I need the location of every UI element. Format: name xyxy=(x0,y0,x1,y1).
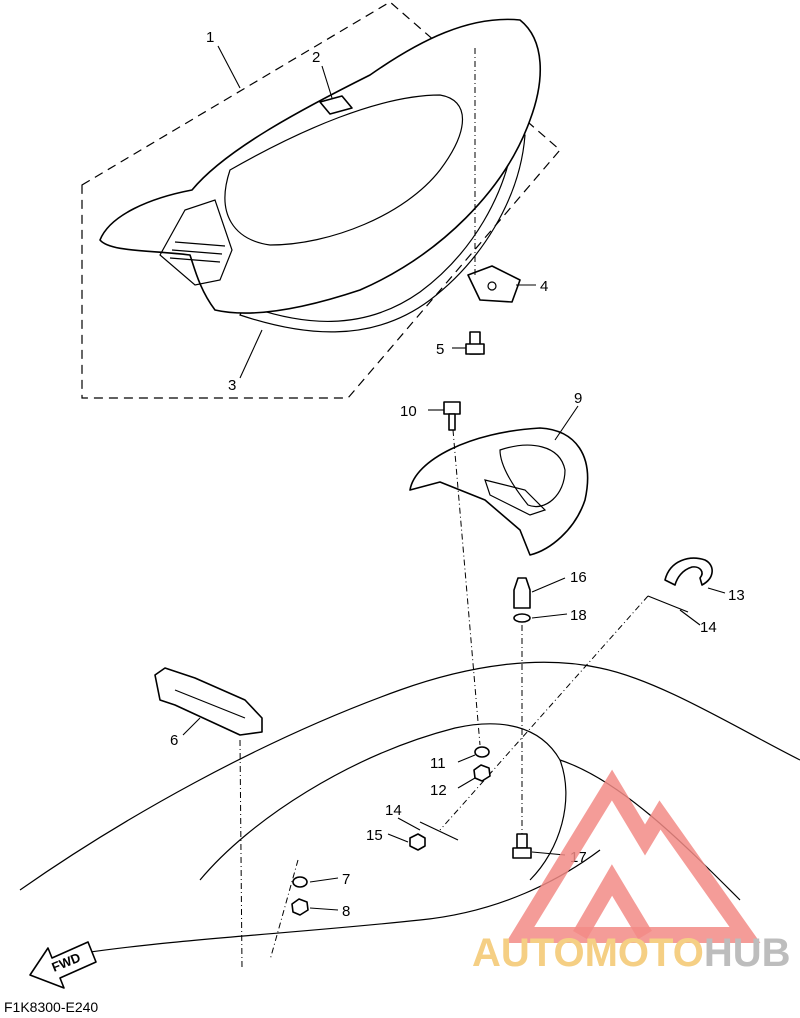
leader-6 xyxy=(182,717,201,736)
pin-14-lower xyxy=(419,821,459,841)
leader-14b xyxy=(397,817,421,831)
seat-rear-panel xyxy=(159,199,233,286)
latch-bracket xyxy=(467,265,521,303)
hull-deck xyxy=(19,661,800,891)
storage-tray-inner xyxy=(499,444,566,508)
leader-17 xyxy=(531,851,566,856)
callout-14a: 14 xyxy=(700,619,717,636)
storage-tray xyxy=(409,427,589,556)
leader-13 xyxy=(707,587,726,594)
fwd-arrow-icon: FWD xyxy=(29,941,97,989)
watermark-logo xyxy=(505,769,761,943)
leader-9 xyxy=(554,405,579,441)
pin-14-upper xyxy=(647,595,689,613)
nut-12 xyxy=(473,764,491,782)
callout-10: 10 xyxy=(400,403,417,420)
callout-15: 15 xyxy=(366,827,383,844)
nut-11 xyxy=(474,746,490,758)
leader-7 xyxy=(309,877,339,883)
callout-14b: 14 xyxy=(385,802,402,819)
bolt-17 xyxy=(516,833,528,849)
watermark-inner-triangle-icon xyxy=(573,864,652,940)
callout-6: 6 xyxy=(170,732,178,749)
diagram-code: F1K8300-E240 xyxy=(4,999,98,1015)
leader-8 xyxy=(309,907,339,911)
seat-body xyxy=(99,18,542,314)
seat-contour-line xyxy=(224,94,463,246)
hull-side xyxy=(559,759,741,901)
callout-18: 18 xyxy=(570,607,587,624)
leader-12 xyxy=(457,777,476,789)
u-bolt xyxy=(664,557,713,586)
leader-15 xyxy=(387,833,409,843)
callout-3: 3 xyxy=(228,377,236,394)
callout-12: 12 xyxy=(430,782,447,799)
bolt-16 xyxy=(513,577,531,609)
bolt-17-head xyxy=(512,847,532,859)
leader-14a xyxy=(679,609,701,626)
bolt-10-head xyxy=(443,401,461,415)
leader-16 xyxy=(531,577,566,593)
nut-15 xyxy=(409,833,426,851)
storage-tray-latch xyxy=(484,479,547,516)
alignment-line-bracket xyxy=(239,739,243,969)
leader-1 xyxy=(217,45,241,89)
nut-8 xyxy=(291,898,309,916)
callout-13: 13 xyxy=(728,587,745,604)
alignment-line-tray xyxy=(452,429,481,746)
callout-9: 9 xyxy=(574,390,582,407)
watermark-triangle-icon xyxy=(505,769,761,943)
seat-rib-3 xyxy=(174,241,226,247)
alignment-line-pin xyxy=(439,595,649,831)
bracket-6-edge xyxy=(174,689,246,719)
bolt-10 xyxy=(448,413,456,431)
leader-18 xyxy=(531,613,568,619)
latch-bracket-hole xyxy=(487,281,497,291)
leader-11 xyxy=(457,754,476,763)
callout-5: 5 xyxy=(436,341,444,358)
washer-18 xyxy=(513,613,531,623)
watermark-text: AUTOMOTOHUB xyxy=(472,931,791,975)
hull-seat-well xyxy=(199,723,567,881)
callout-8: 8 xyxy=(342,903,350,920)
leader-3 xyxy=(239,329,263,379)
bolt-5-head xyxy=(465,343,485,355)
seat-rib-2 xyxy=(171,249,223,255)
watermark-text-b: HUB xyxy=(704,931,791,975)
callout-11: 11 xyxy=(430,755,446,772)
watermark-text-a: AUTOMOTO xyxy=(472,931,704,975)
bracket-6 xyxy=(154,667,263,736)
leader-2 xyxy=(321,65,333,99)
callout-7: 7 xyxy=(342,871,350,888)
seat-rib-1 xyxy=(169,257,221,263)
nut-7 xyxy=(292,876,308,888)
callout-16: 16 xyxy=(570,569,587,586)
alignment-line-nut7 xyxy=(269,859,299,961)
callout-4: 4 xyxy=(540,278,548,295)
callout-1: 1 xyxy=(206,29,214,46)
seat-emblem xyxy=(319,95,353,115)
callout-2: 2 xyxy=(312,49,320,66)
